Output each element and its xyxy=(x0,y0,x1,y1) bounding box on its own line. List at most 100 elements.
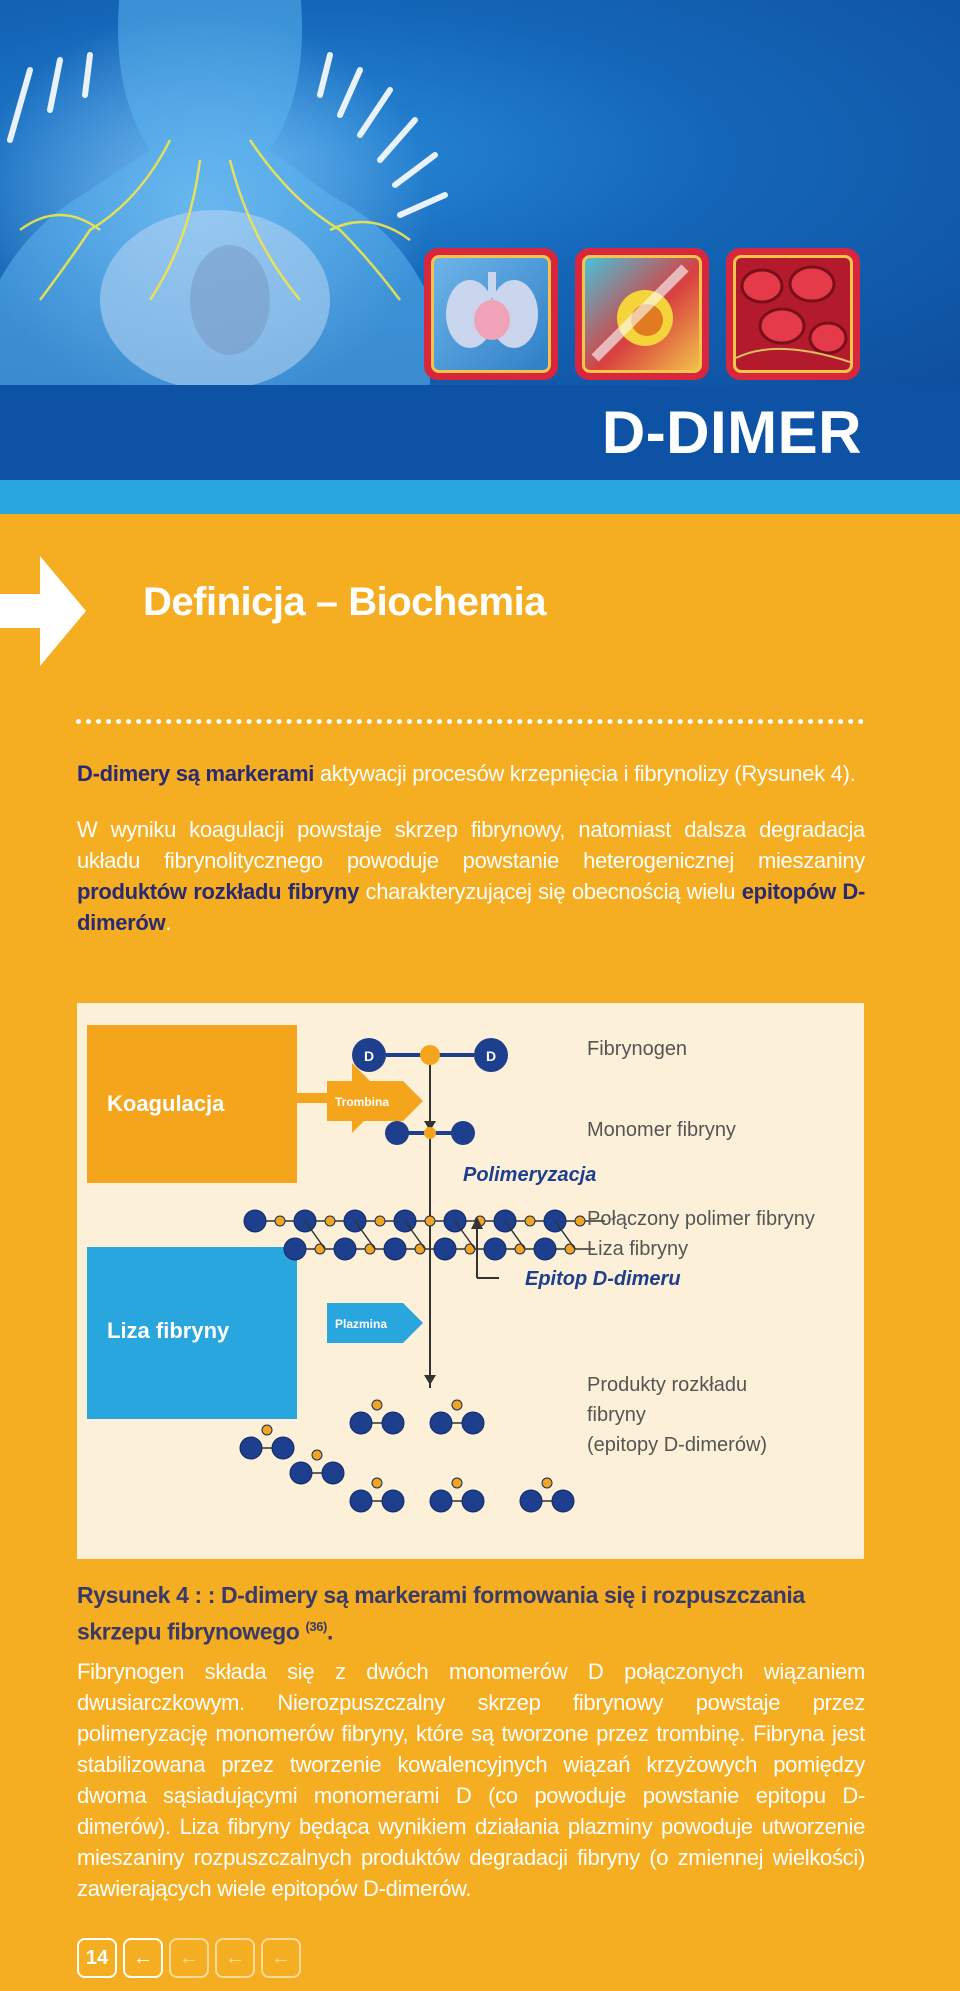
label-lysis: Liza fibryny xyxy=(587,1238,688,1260)
flow-arrowhead xyxy=(424,1375,436,1385)
figure-fibrin-diagram: Koagulacja Trombina Liza fibryny Plazmin… xyxy=(77,1003,864,1559)
product-e-node xyxy=(451,1399,463,1411)
product-e-node xyxy=(371,1399,383,1411)
product-e-node xyxy=(541,1477,553,1489)
product-d-node xyxy=(381,1489,405,1513)
product-d-node xyxy=(289,1461,313,1485)
label-polymer: Połączony polimer fibryny xyxy=(587,1208,815,1230)
arrow-thrombin xyxy=(327,1081,423,1121)
label-products-2: fibryny xyxy=(587,1404,646,1426)
polymer-d-node xyxy=(383,1237,407,1261)
product-d-node xyxy=(271,1436,295,1460)
bond-line xyxy=(454,1220,476,1250)
box-lysis-label: Liza fibryny xyxy=(107,1318,230,1343)
anatomy-illustration xyxy=(0,0,448,385)
product-e-node xyxy=(451,1477,463,1489)
fibrinogen-center xyxy=(420,1045,440,1065)
polymer-e-node xyxy=(564,1243,576,1255)
bond-line xyxy=(554,1220,576,1250)
box-lysis xyxy=(87,1247,297,1419)
intro-p1-text: aktywacji procesów krzepnięcia i fibryno… xyxy=(314,761,856,786)
thumbnail-red-cells[interactable] xyxy=(726,248,860,380)
d-letter: D xyxy=(364,1048,374,1064)
bond-line xyxy=(504,1220,526,1250)
intro-p1-bold: D-dimery są markerami xyxy=(77,761,315,786)
polymer-e-node xyxy=(374,1215,386,1227)
polymer-d-node xyxy=(533,1237,557,1261)
arrow-plasmin xyxy=(327,1303,423,1343)
arrow-left-icon[interactable]: ← xyxy=(215,1938,255,1978)
product-d-node xyxy=(349,1411,373,1435)
product-d-node xyxy=(239,1436,263,1460)
label-fibrinogen: Fibrynogen xyxy=(587,1038,687,1060)
polymer-d-node xyxy=(333,1237,357,1261)
product-d-node xyxy=(429,1411,453,1435)
caption-ref: (36) xyxy=(305,1619,327,1634)
dotted-divider xyxy=(76,719,864,724)
header-stripe xyxy=(0,480,960,514)
intro-paragraph-2: W wyniku koagulacji powstaje skrzep fibr… xyxy=(77,814,865,938)
intro-p2-bold: epitopów D-dimerów xyxy=(77,879,865,935)
arrow-left-icon[interactable]: ← xyxy=(169,1938,209,1978)
polymer-chain xyxy=(243,1209,605,1261)
d-letter: D xyxy=(486,1048,496,1064)
polymer-e-node xyxy=(274,1215,286,1227)
polymer-d-node xyxy=(483,1237,507,1261)
intro-paragraph-1: D-dimery są markerami aktywacji procesów… xyxy=(77,758,865,789)
arrow-left-icon[interactable]: ← xyxy=(123,1938,163,1978)
intro-p2-text: charakteryzującej się obecnością wielu xyxy=(359,879,742,904)
label-products-1: Produkty rozkładu xyxy=(587,1374,747,1396)
intro-p2-text: W wyniku koagulacji powstaje skrzep fibr… xyxy=(77,817,865,873)
product-d-node xyxy=(551,1489,575,1513)
section-title: Definicja – Biochemia xyxy=(143,580,546,624)
figure-caption: Rysunek 4 : : D-dimery są markerami form… xyxy=(77,1580,877,1648)
arrow-plasmin-label: Plazmina xyxy=(335,1317,387,1331)
intro-p2-text: . xyxy=(165,910,172,935)
polymer-e-node xyxy=(324,1215,336,1227)
intro-p2-bold: produktów rozkładu fibryny xyxy=(77,879,360,904)
thrombus-icon xyxy=(582,255,702,373)
polymer-e-node xyxy=(514,1243,526,1255)
body-paragraph: Fibrynogen składa się z dwóch monomerów … xyxy=(77,1659,865,1901)
label-products-3: (epitopy D-dimerów) xyxy=(587,1434,767,1456)
lungs-heart-icon xyxy=(431,255,551,373)
bond-line xyxy=(354,1220,376,1250)
polymer-e-node xyxy=(424,1215,436,1227)
bond-line xyxy=(404,1220,426,1250)
flow-arrowhead xyxy=(424,1121,436,1131)
fibrin-diagram-svg: Koagulacja Trombina Liza fibryny Plazmin… xyxy=(87,1025,815,1513)
fibrinogen-d-right xyxy=(474,1038,508,1072)
thumbnail-thrombus[interactable] xyxy=(575,248,709,380)
caption-text: Rysunek 4 : : D-dimery są markerami form… xyxy=(77,1582,805,1645)
page-title: D-DIMER xyxy=(601,399,862,466)
degradation-products xyxy=(239,1399,575,1513)
box-coagulation-label: Koagulacja xyxy=(107,1091,225,1116)
polymer-d-node xyxy=(283,1237,307,1261)
red-blood-cells-icon xyxy=(733,255,853,373)
arrow-left-icon[interactable]: ← xyxy=(261,1938,301,1978)
header-band xyxy=(0,385,960,480)
page-footer: 14 ← ← ← ← xyxy=(77,1938,301,1978)
product-e-node xyxy=(311,1449,323,1461)
polymer-e-node xyxy=(574,1215,586,1227)
thumbnail-lungs[interactable] xyxy=(424,248,558,380)
polymer-e-node xyxy=(464,1243,476,1255)
product-d-node xyxy=(461,1411,485,1435)
caption-end: . xyxy=(326,1618,333,1645)
product-e-node xyxy=(371,1477,383,1489)
product-d-node xyxy=(461,1489,485,1513)
product-d-node xyxy=(429,1489,453,1513)
page-number: 14 xyxy=(77,1938,117,1978)
label-monomer: Monomer fibryny xyxy=(587,1119,736,1141)
box-coagulation xyxy=(87,1025,297,1183)
arrow-right-icon xyxy=(0,556,86,666)
fibrinogen-d-left xyxy=(352,1038,386,1072)
bond-line xyxy=(304,1220,326,1250)
epitope-arrowhead xyxy=(471,1217,483,1229)
product-d-node xyxy=(349,1489,373,1513)
product-d-node xyxy=(381,1411,405,1435)
polymer-e-node xyxy=(314,1243,326,1255)
product-d-node xyxy=(321,1461,345,1485)
header-illustration xyxy=(0,0,960,385)
polymer-e-node xyxy=(364,1243,376,1255)
